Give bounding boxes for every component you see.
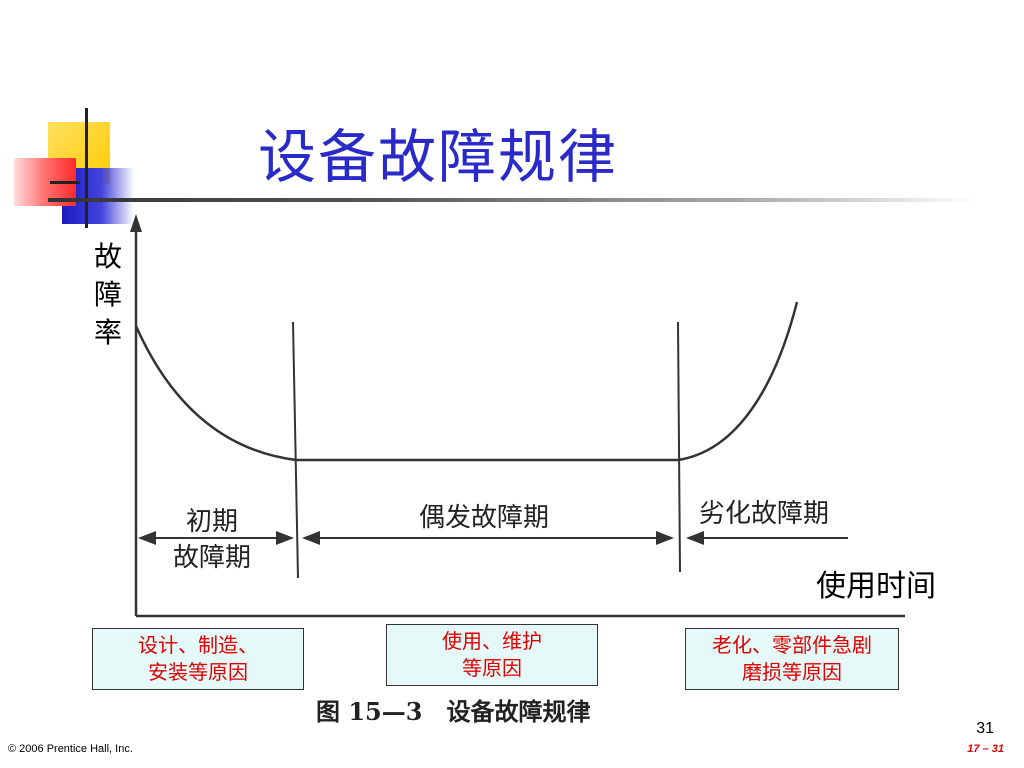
y-axis-arrow <box>130 214 142 232</box>
cause-box-random-line-2: 等原因 <box>462 656 522 680</box>
period-arrows <box>138 531 848 545</box>
boundary-line-2 <box>677 321 681 573</box>
period-early-label-2: 故障期 <box>173 543 251 573</box>
period-early-label-1: 初期 <box>186 507 238 537</box>
footer-page-ref: 17 – 31 <box>967 743 1004 755</box>
footer-copyright: © 2006 Prentice Hall, Inc. <box>8 743 133 755</box>
cause-box-early: 设计、制造、 安装等原因 <box>92 628 304 690</box>
cause-box-wearout: 老化、零部件急剧 磨损等原因 <box>685 628 899 690</box>
slide-title: 设备故障规律 <box>258 123 619 191</box>
cause-box-early-line-2: 安装等原因 <box>148 660 248 684</box>
boundary-line-1 <box>292 321 299 579</box>
figure-caption: 图 15—3 设备故障规律 <box>316 697 590 726</box>
failure-rate-curve <box>134 301 799 462</box>
title-divider <box>48 198 978 202</box>
cause-box-early-line-1: 设计、制造、 <box>138 633 258 657</box>
cause-box-wearout-line-1: 老化、零部件急剧 <box>712 633 872 657</box>
cause-box-random: 使用、维护 等原因 <box>386 624 598 686</box>
deco-horizontal-line <box>50 181 80 184</box>
deco-vertical-line <box>85 108 88 228</box>
y-axis-label-3: 率 <box>94 316 122 349</box>
period-random-label: 偶发故障期 <box>419 503 549 533</box>
cause-box-wearout-line-2: 磨损等原因 <box>742 660 842 684</box>
period-wearout-label: 劣化故障期 <box>699 499 829 529</box>
cause-box-random-line-1: 使用、维护 <box>442 629 542 653</box>
y-axis-label-1: 故 <box>94 240 122 273</box>
y-axis-label-2: 障 <box>94 278 122 311</box>
x-axis-label: 使用时间 <box>816 569 936 604</box>
slide-number: 31 <box>976 720 994 737</box>
